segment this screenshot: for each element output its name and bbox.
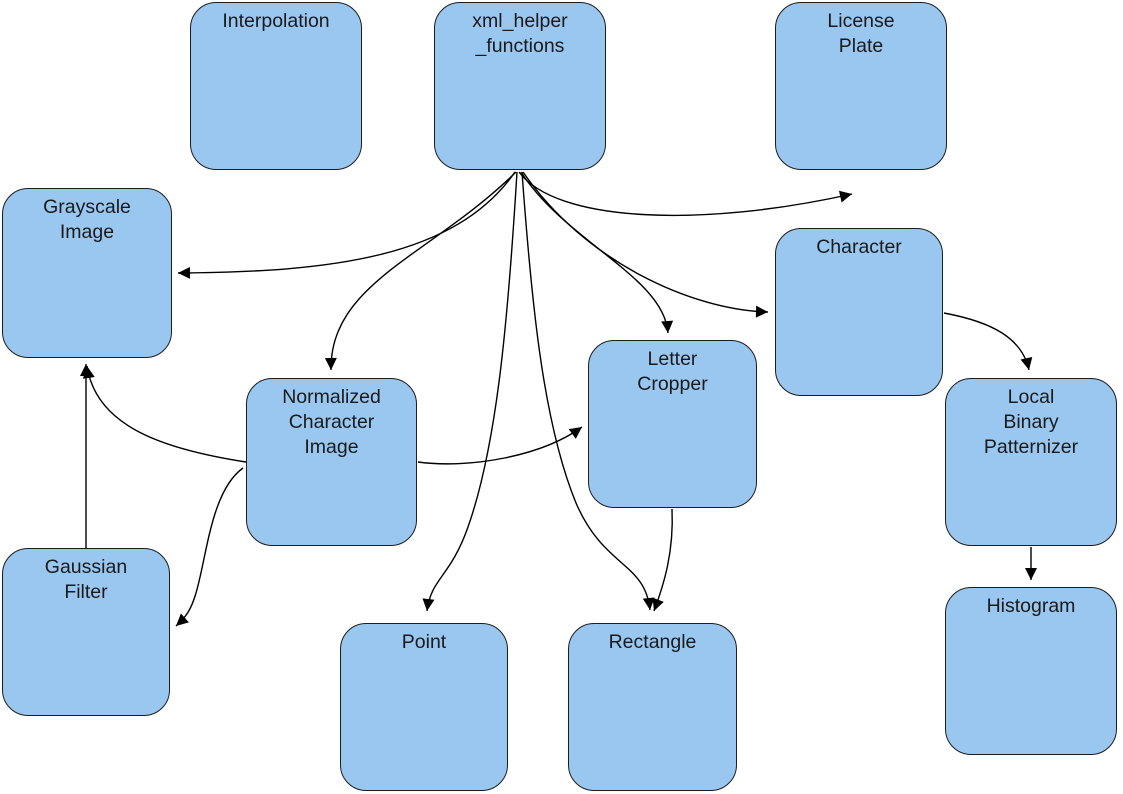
- node-license-plate: License Plate: [775, 2, 947, 170]
- node-label: Interpolation: [222, 10, 330, 32]
- edge-xml-helper-functions-to-grayscale-image: [177, 171, 516, 279]
- edge-normalized-character-image-to-letter-cropper: [417, 426, 583, 465]
- node-xml-helper-functions: xml_helper _functions: [434, 2, 606, 170]
- node-rectangle: Rectangle: [568, 623, 737, 791]
- edge-letter-cropper-to-rectangle: [652, 508, 673, 612]
- node-local-binary-patternizer: Local Binary Patternizer: [945, 378, 1117, 546]
- node-label: Histogram: [986, 595, 1076, 617]
- edge-xml-helper-functions-to-point: [422, 171, 518, 612]
- node-interpolation: Interpolation: [190, 2, 362, 170]
- node-letter-cropper: Letter Cropper: [588, 340, 757, 508]
- node-label: Grayscale Image: [43, 196, 131, 243]
- node-label: Letter Cropper: [637, 348, 708, 395]
- edge-normalized-character-image-to-grayscale-image: [82, 365, 247, 463]
- node-grayscale-image: Grayscale Image: [2, 188, 172, 358]
- node-label: Normalized Character Image: [282, 386, 381, 458]
- node-label: License Plate: [827, 10, 895, 57]
- node-character: Character: [775, 228, 943, 396]
- node-point: Point: [340, 623, 508, 791]
- edge-xml-helper-functions-to-character: [522, 171, 769, 318]
- node-label: Local Binary Patternizer: [983, 386, 1079, 458]
- node-label: xml_helper _functions: [472, 10, 568, 57]
- edge-xml-helper-functions-to-letter-cropper: [520, 171, 674, 334]
- node-gaussian-filter: Gaussian Filter: [2, 548, 170, 716]
- edge-xml-helper-functions-to-normalized-character-image: [324, 171, 517, 371]
- edge-character-to-local-binary-patternizer: [943, 312, 1033, 371]
- node-label: Character: [816, 236, 902, 258]
- node-label: Rectangle: [608, 631, 697, 653]
- node-label: Point: [401, 631, 447, 653]
- node-label: Gaussian Filter: [44, 556, 128, 603]
- node-normalized-character-image: Normalized Character Image: [246, 378, 417, 546]
- edge-xml-helper-functions-to-license-plate: [518, 171, 853, 217]
- edge-normalized-character-image-to-gaussian-filter: [175, 467, 244, 627]
- node-histogram: Histogram: [945, 587, 1117, 755]
